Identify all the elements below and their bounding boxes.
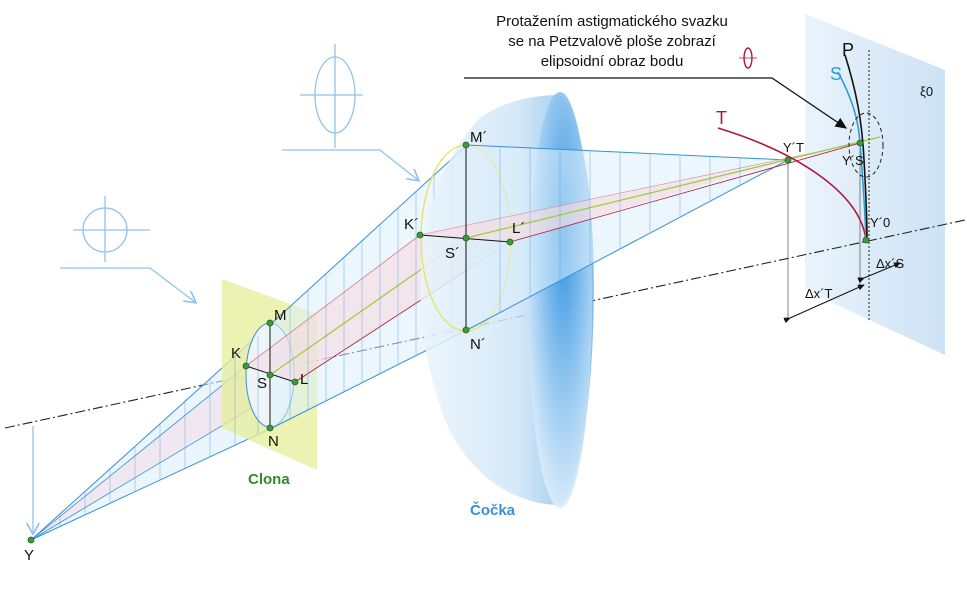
cone-hatching-front [59, 336, 259, 527]
label-S: S [257, 375, 267, 392]
image-plane [805, 14, 945, 355]
image-ellipse [848, 112, 884, 178]
point-N-prime [462, 326, 470, 334]
crosshair-ellipse-icon [282, 44, 418, 180]
caption-line-1: Protažením astigmatického svazku [496, 13, 728, 30]
label-Y: Y [24, 547, 34, 564]
point-K-prime [416, 231, 424, 239]
label-L-prime: L´ [512, 220, 525, 237]
label-delta-T: Δx´T [805, 286, 833, 301]
delta-t-arrow [783, 284, 865, 324]
ellipse-small-icon [739, 47, 757, 69]
aperture-label: Clona [248, 471, 290, 488]
caption-leader [464, 77, 848, 129]
ray-cone-back [419, 136, 881, 331]
point-M-prime [462, 141, 470, 149]
crosshair-circle-icon [60, 196, 195, 302]
label-YS: Y´S [842, 153, 864, 168]
point-S-prime [462, 234, 470, 242]
label-K: K [231, 345, 241, 362]
point-N [266, 424, 274, 432]
point-YS [856, 139, 864, 147]
cone-hatching-back [499, 147, 741, 312]
label-M-prime: M´ [470, 129, 488, 146]
label-plane: ξ0 [920, 84, 933, 99]
label-S-prime: S´ [445, 245, 460, 262]
points [27, 139, 870, 544]
point-Y [27, 536, 35, 544]
label-Y0: Y´0 [870, 215, 890, 230]
label-delta-S: Δx´S [876, 256, 905, 271]
petzval-curve [844, 54, 868, 241]
label-YT: Y´T [783, 140, 804, 155]
point-YT [784, 156, 792, 164]
point-L-prime [506, 238, 514, 246]
point-M [266, 319, 274, 327]
caption-line-2: se na Petzvalově ploše zobrazí [508, 33, 716, 50]
curve-T-label: T [716, 108, 727, 128]
label-M: M [274, 307, 287, 324]
label-N: N [268, 433, 279, 450]
delta-s-arrow [857, 262, 901, 284]
caption-line-3: elipsoidní obraz bodu [541, 53, 684, 70]
point-Y0 [862, 236, 870, 244]
curve-S-label: S [830, 64, 842, 84]
label-N-prime: N´ [470, 336, 486, 353]
tangential-curve [717, 127, 867, 241]
curve-P-label: P [842, 40, 854, 60]
point-K [242, 362, 250, 370]
point-L [291, 378, 299, 386]
point-S [266, 371, 274, 379]
lens-label: Čočka [470, 501, 516, 519]
label-L: L [300, 371, 308, 388]
label-K-prime: K´ [404, 216, 419, 233]
